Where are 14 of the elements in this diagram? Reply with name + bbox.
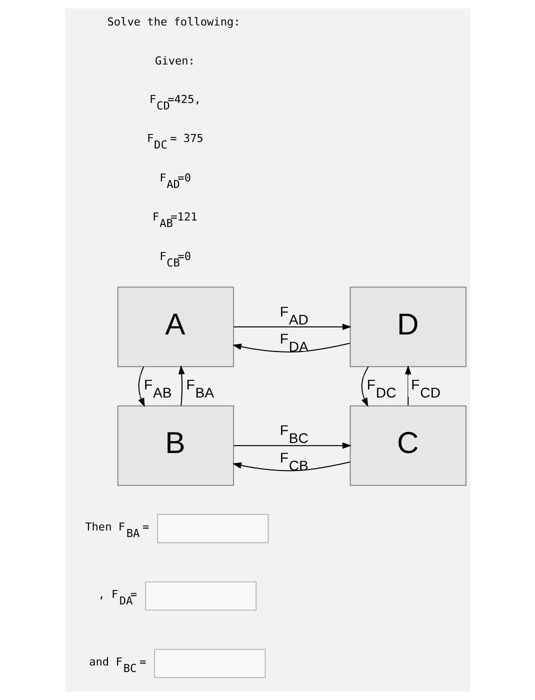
node-box: A (117, 286, 234, 368)
node-box: D (350, 286, 466, 368)
arrow (178, 365, 185, 406)
arrow (232, 342, 350, 353)
label: Given: (155, 54, 195, 68)
arrow (404, 365, 412, 406)
node-box: C (350, 405, 466, 486)
arrow (234, 442, 352, 449)
arrow (138, 366, 145, 408)
arrow (234, 324, 352, 330)
node-box: B (117, 405, 234, 486)
arrow (361, 366, 369, 407)
arrow (232, 462, 350, 472)
label: Solve the following: (107, 15, 240, 28)
